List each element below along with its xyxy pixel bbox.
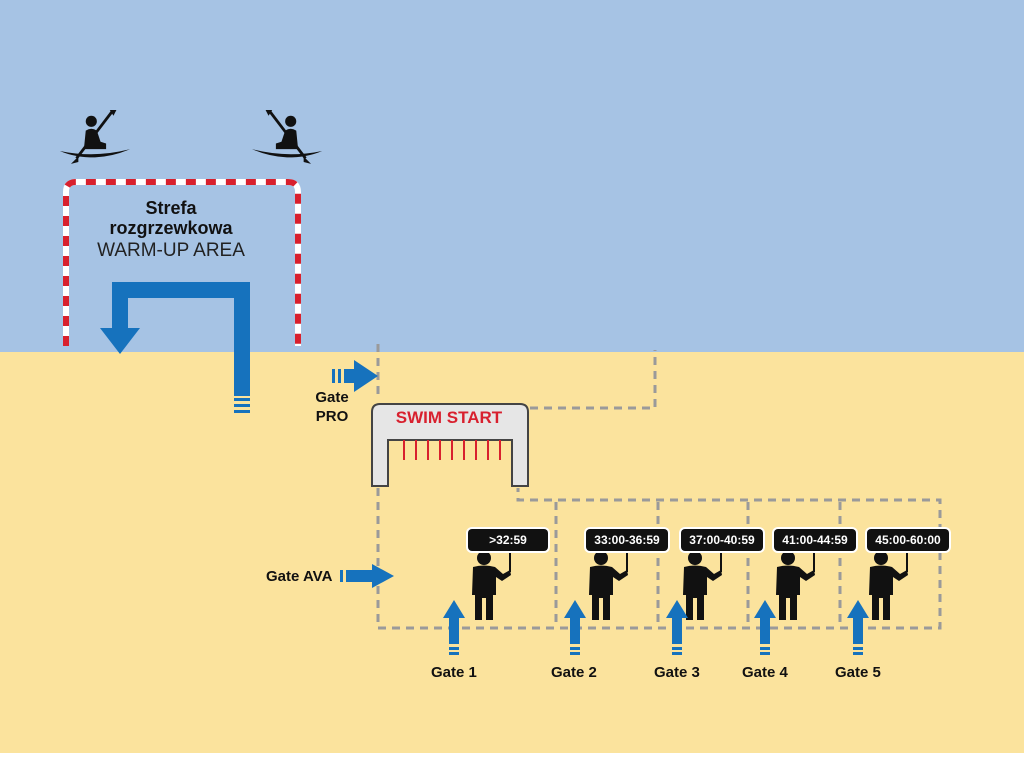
water-area xyxy=(0,0,1024,352)
gate-arrow-icon xyxy=(666,600,688,655)
gate-label: Gate 5 xyxy=(835,664,881,681)
gate-arrow-icon xyxy=(564,600,586,655)
warmup-flow-arrow xyxy=(100,282,250,413)
gate-label: Gate 3 xyxy=(654,664,700,681)
warmup-area-subtitle: WARM-UP AREA xyxy=(97,240,245,261)
gate-arrow-icon xyxy=(443,600,465,655)
time-sign: 33:00-36:59 xyxy=(586,529,668,551)
time-sign: 37:00-40:59 xyxy=(681,529,763,551)
swim-start-label: SWIM START xyxy=(395,408,503,427)
gate-label: Gate 1 xyxy=(431,664,477,681)
queue-paths xyxy=(376,344,942,630)
gate-pro-arrow xyxy=(332,360,378,392)
gate-label: Gate 2 xyxy=(551,664,597,681)
time-sign: >32:59 xyxy=(468,529,548,551)
time-sign: 45:00-60:00 xyxy=(867,529,949,551)
gate-ava-label: Gate AVA xyxy=(266,568,333,585)
gate-label: Gate 4 xyxy=(742,664,788,681)
gate-arrow-icon xyxy=(754,600,776,655)
gate-ava-arrow xyxy=(340,564,394,588)
warmup-area-boundary xyxy=(63,179,301,346)
gate-pro-label: Gate PRO xyxy=(315,389,349,425)
warmup-area-title: Strefa rozgrzewkowa xyxy=(109,198,233,238)
time-sign: 41:00-44:59 xyxy=(774,529,856,551)
gate-arrow-icon xyxy=(847,600,869,655)
swim-start-gate xyxy=(371,403,529,487)
